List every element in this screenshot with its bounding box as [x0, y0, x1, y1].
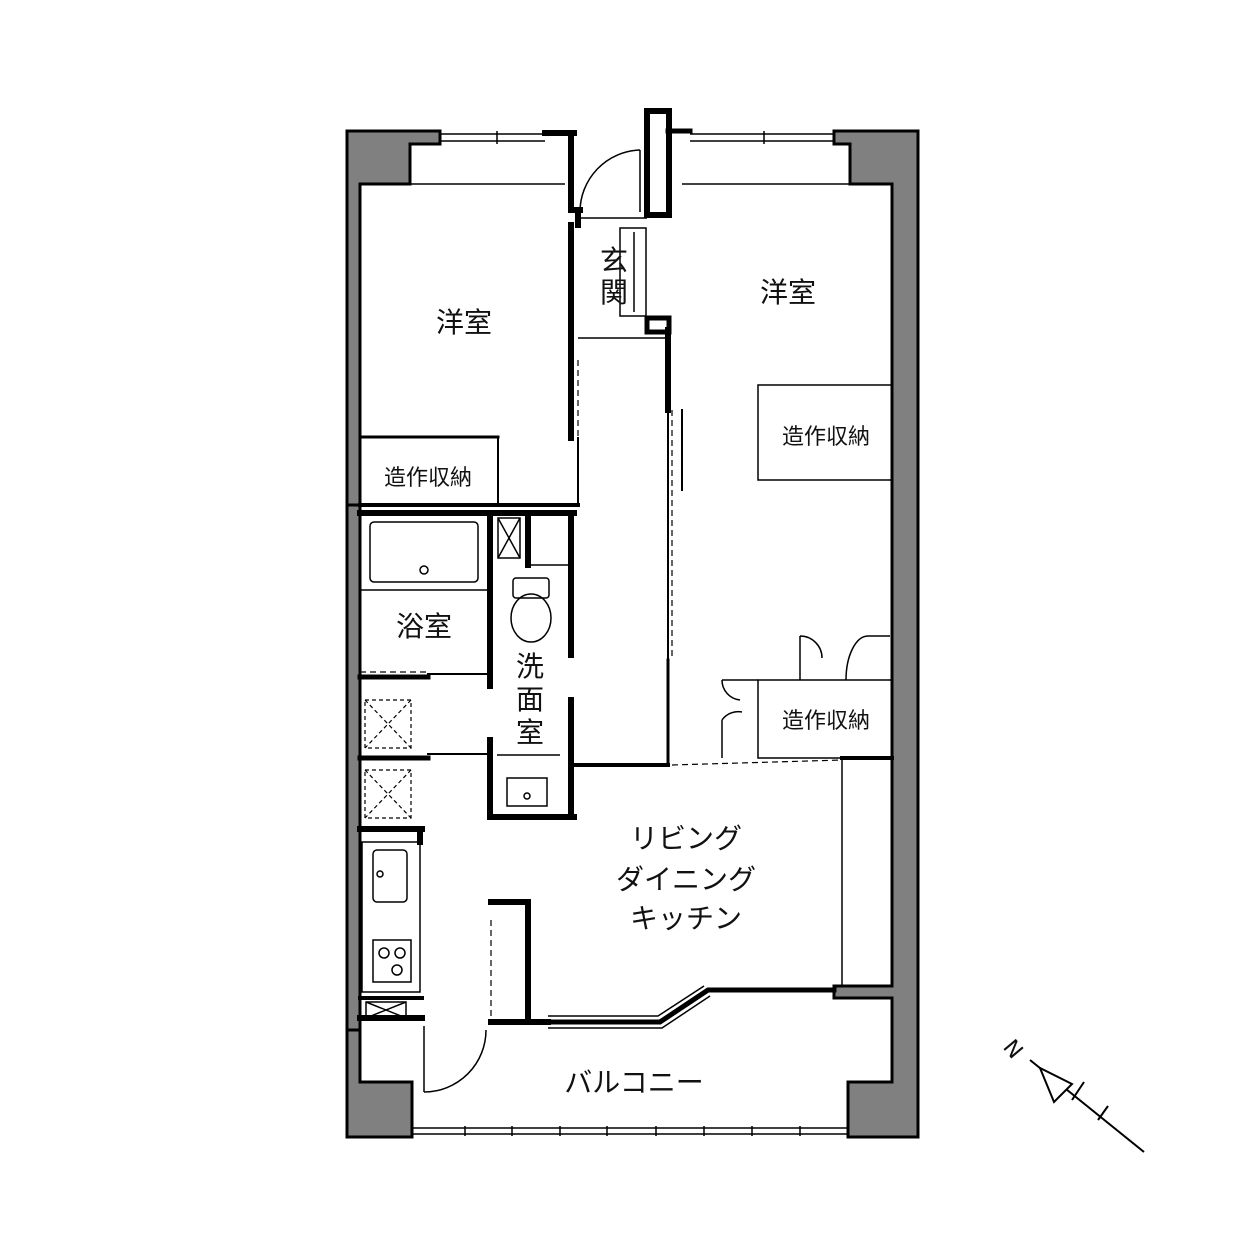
- washroom-label-1: 洗: [516, 650, 544, 683]
- storage-left-label: 造作収納: [384, 466, 472, 491]
- dashed-lines: [360, 360, 843, 1018]
- entrance-label-2: 関: [600, 276, 628, 309]
- washroom-label-3: 室: [516, 716, 544, 749]
- compass-north-label: N: [998, 1035, 1028, 1064]
- laundry-spaces: [364, 699, 412, 819]
- structural-columns: [345, 129, 920, 1139]
- storage-right-lower-label: 造作収納: [782, 709, 870, 734]
- ldk-label-1: リビング: [630, 822, 742, 855]
- balcony-label: バルコニー: [564, 1066, 703, 1099]
- right-bedroom-fixtures: [721, 384, 893, 986]
- storage-right-upper-label: 造作収納: [782, 425, 870, 450]
- entrance-label-1: 玄: [600, 244, 628, 277]
- bath-fixtures: [360, 517, 571, 1019]
- bath-label: 浴室: [396, 610, 452, 643]
- ldk-label-3: キッチン: [630, 902, 742, 935]
- walls: [357, 108, 894, 1025]
- windows: [410, 131, 850, 1136]
- entrance-door: [578, 149, 668, 339]
- kitchen-counter: [361, 841, 421, 993]
- ldk-label-2: ダイニング: [616, 863, 756, 896]
- bedroom-right-label: 洋室: [760, 276, 816, 309]
- bedroom-left-label: 洋室: [436, 306, 492, 339]
- balcony-door: [423, 1026, 487, 1093]
- compass-icon: [1029, 1059, 1145, 1153]
- washroom-label-2: 面: [516, 683, 544, 716]
